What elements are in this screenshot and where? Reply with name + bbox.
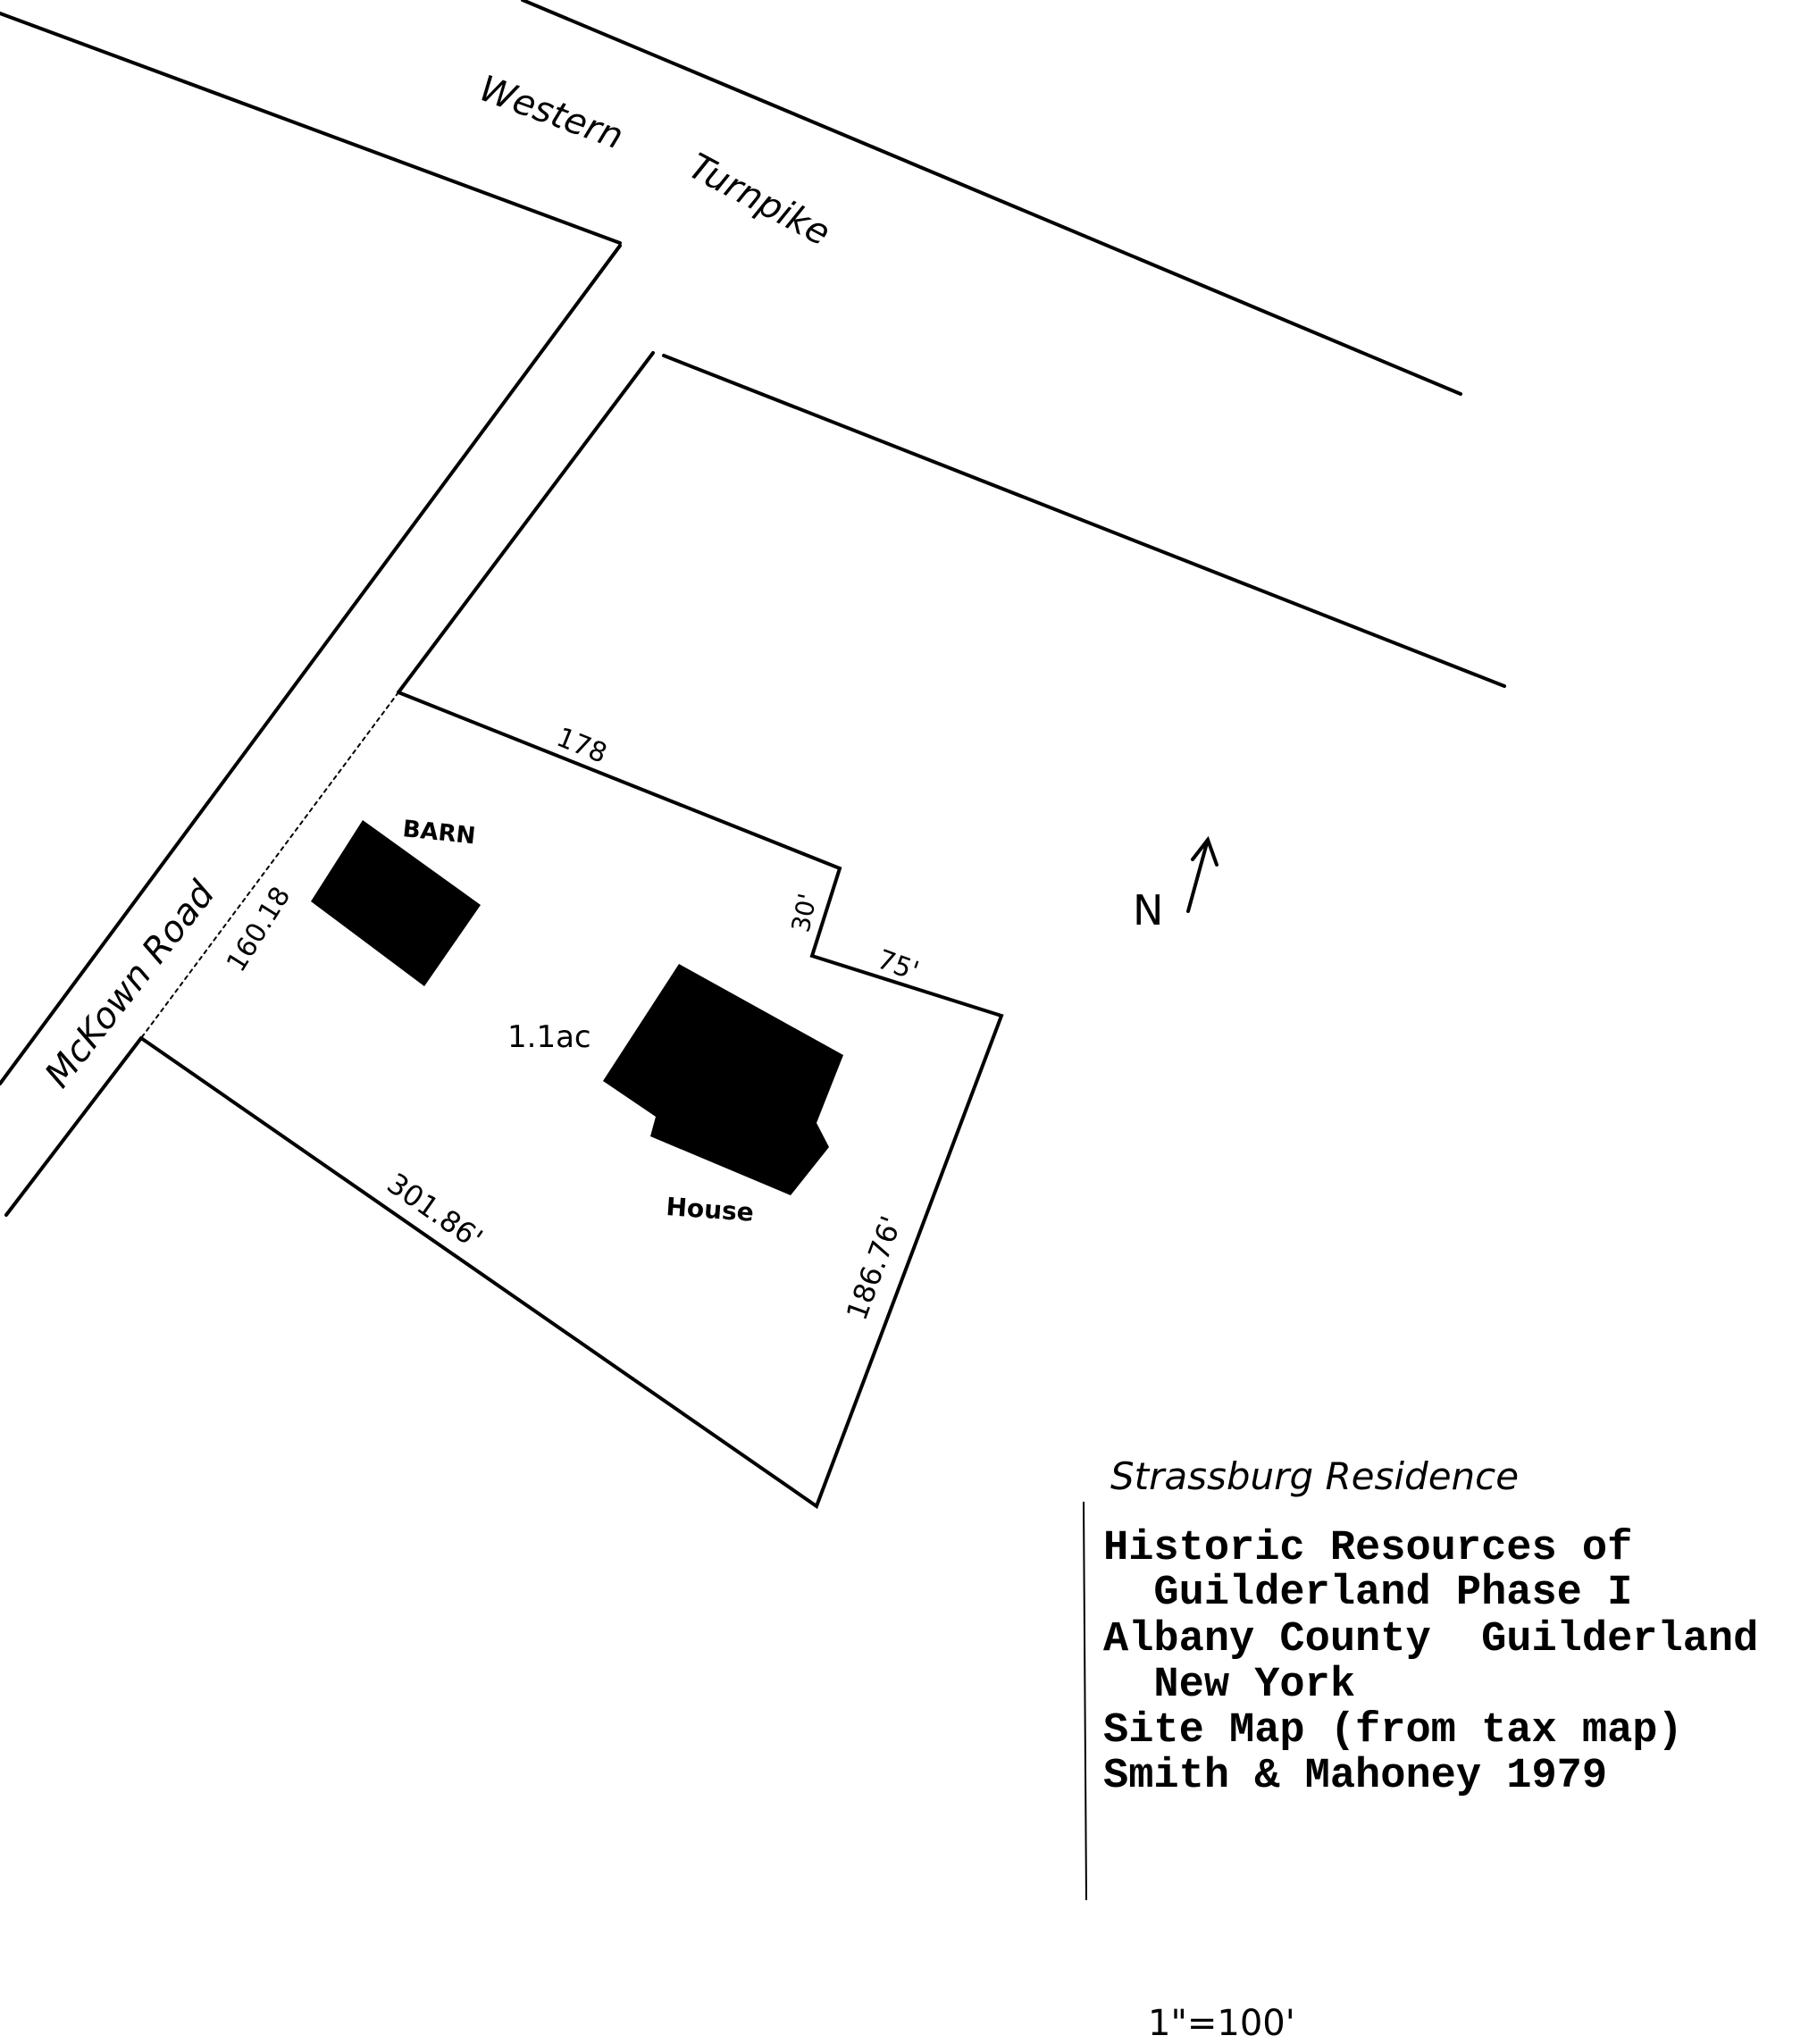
north-arrow: N: [1133, 835, 1219, 934]
dimension-186-76: 186.76': [840, 1211, 909, 1324]
mckown-road-west-edge: [0, 244, 622, 1085]
dimension-30: 30': [786, 891, 823, 934]
arrow-up-icon: [1186, 835, 1219, 913]
parcel-boundary: [139, 691, 1004, 1510]
turnpike-south-edge-west: [0, 12, 622, 245]
road-label-western: Western: [474, 68, 629, 157]
barn-label: BARN: [401, 816, 476, 850]
house-footprint: [603, 964, 843, 1195]
area-label: 1.1ac: [507, 1019, 591, 1055]
caption-divider: [1083, 1501, 1087, 1901]
turnpike-north-edge: [521, 0, 1462, 396]
caption-line: Smith & Mahoney 1979: [1103, 1753, 1607, 1800]
barn-footprint: [311, 820, 481, 986]
caption-line: Albany County Guilderland: [1103, 1616, 1758, 1663]
turnpike-south-edge-east: [662, 354, 1506, 688]
mckown-road-east-edge: [397, 351, 655, 694]
dimension-75: 75': [873, 944, 923, 988]
parcel-west-boundary: [140, 691, 399, 1039]
scale-label: 1"=100': [1148, 2003, 1295, 2044]
caption-line: New York: [1103, 1662, 1355, 1709]
caption-line: Guilderland Phase I: [1103, 1570, 1632, 1617]
dimension-178: 178: [552, 722, 611, 770]
house-label: House: [666, 1192, 755, 1227]
dimension-160-18: 160.18: [221, 882, 297, 978]
road-label-turnpike: Turnpike: [682, 146, 836, 254]
caption-title: Strassburg Residence: [1110, 1454, 1519, 1498]
caption-line: Historic Resources of: [1103, 1525, 1632, 1572]
mckown-road-east-edge-lower: [4, 1036, 143, 1217]
caption-line: Site Map (from tax map): [1103, 1707, 1683, 1755]
north-label: N: [1133, 886, 1163, 934]
